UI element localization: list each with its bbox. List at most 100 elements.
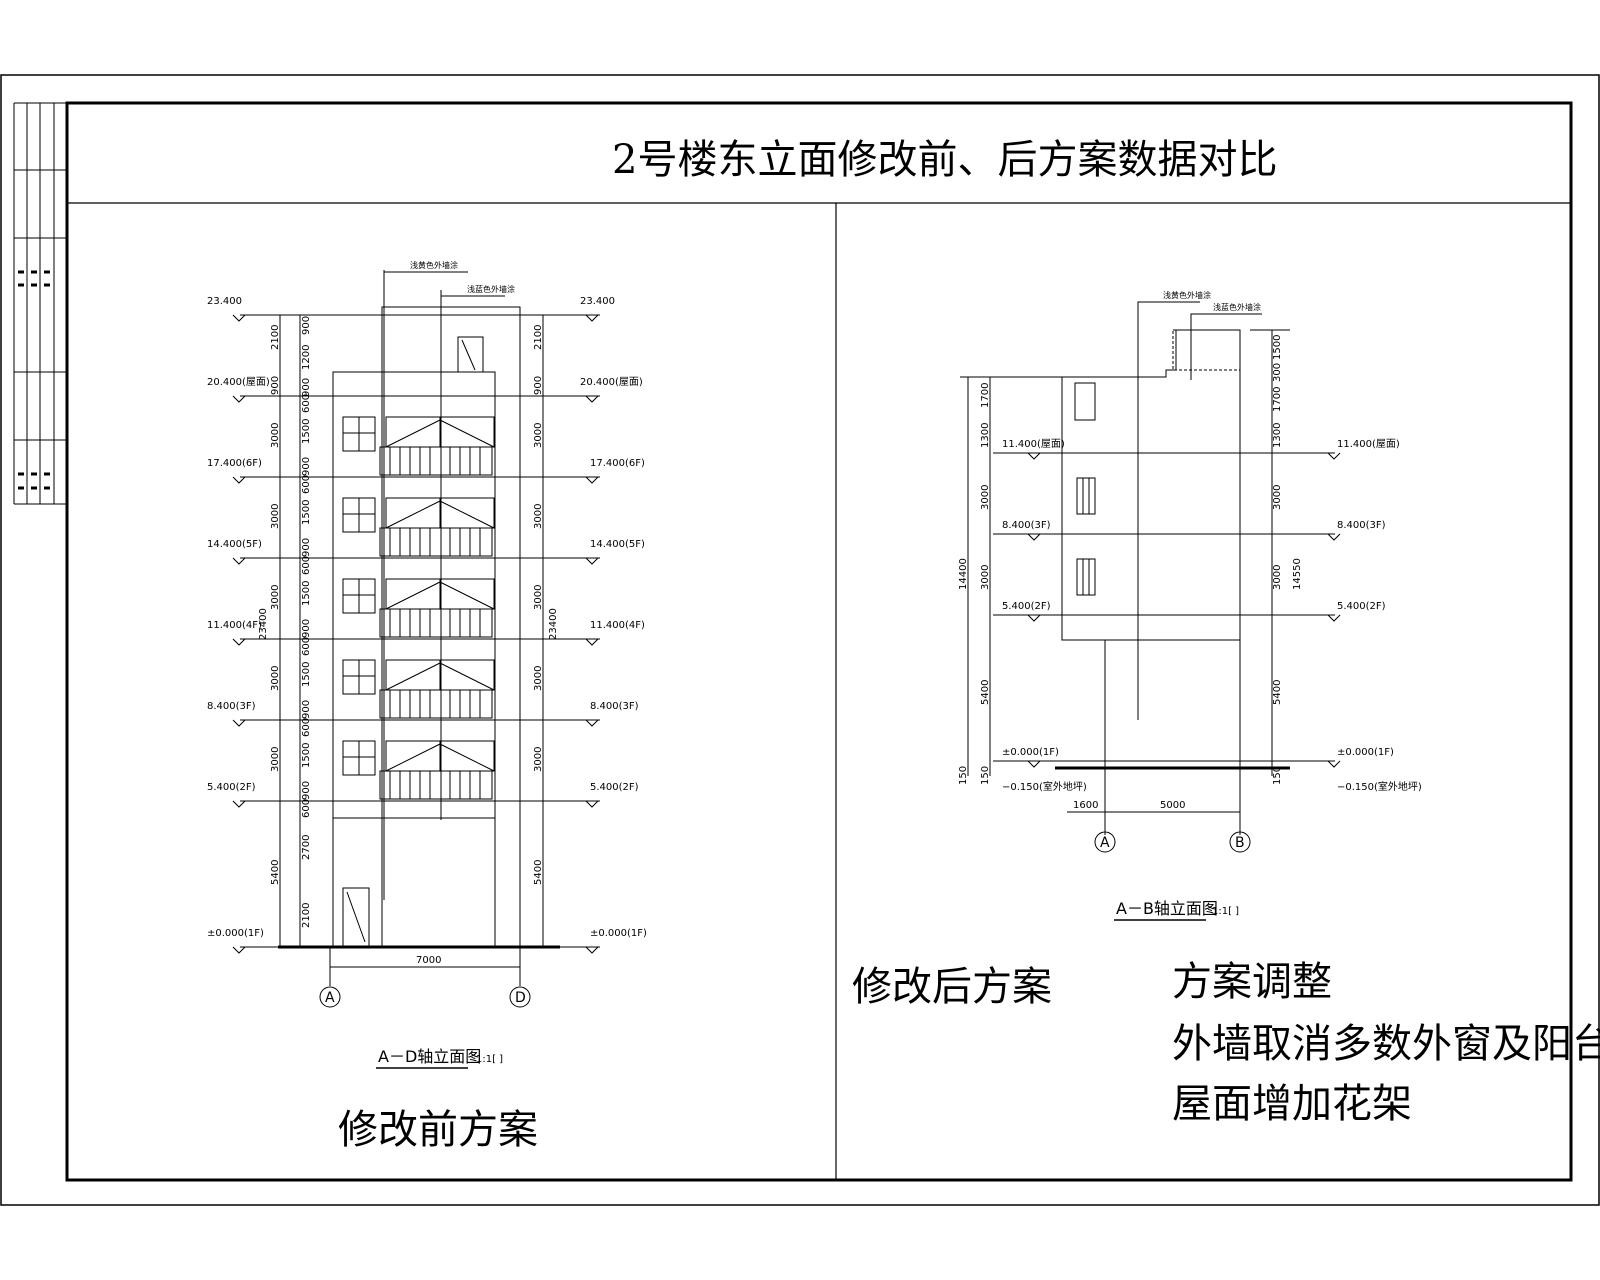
sheet-title: 2号楼东立面修改前、后方案数据对比 — [612, 137, 1277, 183]
before-dim-outer-2: 3000 — [270, 423, 281, 448]
before-dim-inner-3: 600 — [301, 394, 312, 413]
after-dim-left-3: 3000 — [980, 565, 991, 590]
before-axis-markers — [319, 986, 531, 1008]
after-level-left-1: 8.400(3F) — [1002, 520, 1051, 531]
after-callout-1: 浅黄色外墙涂 — [1163, 290, 1211, 300]
before-level-left-3: 14.400(5F) — [207, 539, 262, 550]
before-dim-right-0: 2100 — [533, 325, 544, 350]
after-scheme-label: 修改后方案 — [852, 964, 1052, 1010]
before-dim-outer-0: 2100 — [270, 325, 281, 350]
after-width-dim-0: 1600 — [1073, 800, 1098, 811]
before-dim-right-5: 3000 — [533, 666, 544, 691]
before-dim-inner-17: 900 — [301, 781, 312, 800]
before-dim-right-3: 3000 — [533, 504, 544, 529]
after-level-right-4: −0.150(室外地坪) — [1337, 780, 1422, 793]
before-level-right-5: 8.400(3F) — [590, 701, 639, 712]
before-level-right-0: 23.400 — [580, 296, 615, 307]
notes-line-2: 屋面增加花架 — [1172, 1081, 1412, 1127]
before-dim-inner-6: 600 — [301, 475, 312, 494]
before-dim-inner-4: 1500 — [301, 419, 312, 444]
before-drawing-caption: A－D轴立面图 — [378, 1047, 481, 1066]
before-axis-label-right: D — [515, 990, 526, 1006]
before-dim-outer-7: 5400 — [270, 860, 281, 885]
after-dim-right-2: 1700 — [1272, 387, 1283, 412]
after-level-left-4: −0.150(室外地坪) — [1002, 780, 1087, 793]
after-scale: 1:1[ ] — [1212, 906, 1239, 917]
after-level-right-1: 8.400(3F) — [1337, 520, 1386, 531]
before-callout-1: 浅黄色外墙涂 — [410, 260, 458, 270]
before-callout-2: 浅蓝色外墙涂 — [467, 284, 515, 294]
before-dim-outer-5: 3000 — [270, 666, 281, 691]
before-scheme-label: 修改前方案 — [338, 1107, 538, 1153]
before-dim-outer-1: 900 — [270, 376, 281, 395]
before-level-right-4: 11.400(4F) — [590, 620, 645, 631]
before-level-left-1: 20.400(屋面) — [207, 376, 270, 388]
after-level-right-2: 5.400(2F) — [1337, 601, 1386, 612]
before-dim-inner-7: 1500 — [301, 500, 312, 525]
before-dim-outer-3: 3000 — [270, 504, 281, 529]
inner-frame — [65, 101, 1573, 1182]
after-dim-right-7: 150 — [1272, 766, 1283, 785]
after-dim-left-5: 150 — [958, 766, 969, 785]
after-elevation — [960, 301, 1335, 835]
notes-line-1: 外墙取消多数外窗及阳台 — [1172, 1021, 1600, 1067]
before-elevation — [240, 270, 600, 986]
before-level-left-6: 5.400(2F) — [207, 782, 256, 793]
after-level-right-0: 11.400(屋面) — [1337, 438, 1400, 450]
after-dim-right-0: 1500 — [1272, 335, 1283, 360]
before-dim-inner-5: 900 — [301, 457, 312, 476]
outer-frame — [0, 74, 1600, 1206]
before-dim-inner-0: 900 — [301, 316, 312, 335]
notes-heading: 方案调整 — [1172, 959, 1332, 1005]
before-dim-outer-6: 3000 — [270, 747, 281, 772]
before-dim-inner-18: 600 — [301, 799, 312, 818]
before-level-left-2: 17.400(6F) — [207, 458, 262, 469]
before-axis-label-left: A — [325, 990, 335, 1006]
before-dim-inner-11: 900 — [301, 619, 312, 638]
before-scale: 1:1[ ] — [476, 1054, 503, 1065]
after-level-left-2: 5.400(2F) — [1002, 601, 1051, 612]
after-dim-right-5: 3000 — [1272, 565, 1283, 590]
before-level-left-7: ±0.000(1F) — [207, 928, 264, 939]
before-level-right-3: 14.400(5F) — [590, 539, 645, 550]
after-dim-right-6: 5400 — [1272, 680, 1283, 705]
before-dim-right-4: 3000 — [533, 585, 544, 610]
after-axis-label-right: B — [1235, 835, 1245, 851]
before-level-right-7: ±0.000(1F) — [590, 928, 647, 939]
after-dim-right-4: 3000 — [1272, 485, 1283, 510]
after-drawing-caption: A－B轴立面图 — [1116, 899, 1218, 918]
after-level-left-0: 11.400(屋面) — [1002, 438, 1065, 450]
after-level-right-3: ±0.000(1F) — [1337, 747, 1394, 758]
before-dim-inner-16: 1500 — [301, 743, 312, 768]
before-level-right-6: 5.400(2F) — [590, 782, 639, 793]
before-dim-inner-19: 2700 — [301, 835, 312, 860]
before-dim-right-1: 900 — [533, 376, 544, 395]
after-dim-left-1: 1300 — [980, 423, 991, 448]
title-block-strip — [13, 102, 67, 505]
after-level-markers: 11.400(屋面) 8.400(3F) 5.400(2F) ±0.000(1F… — [1002, 438, 1422, 793]
before-level-markers: 23.400 20.400(屋面) 17.400(6F) 14.400(5F) … — [207, 296, 647, 954]
before-level-left-4: 11.400(4F) — [207, 620, 262, 631]
before-level-left-0: 23.400 — [207, 296, 242, 307]
after-dim-right-3: 1300 — [1272, 423, 1283, 448]
before-dim-inner-10: 1500 — [301, 581, 312, 606]
before-dim-inner-13: 1500 — [301, 662, 312, 687]
before-dim-inner-8: 900 — [301, 538, 312, 557]
before-dim-inner-9: 600 — [301, 556, 312, 575]
before-floor-windows — [342, 416, 495, 800]
before-dim-inner-14: 900 — [301, 700, 312, 719]
before-dimensions: 2100 900 3000 3000 3000 3000 3000 5400 2… — [258, 316, 559, 966]
before-dim-inner-2: 900 — [301, 378, 312, 397]
after-dimensions: 14400 1700 1300 3000 3000 5400 150 150 1… — [958, 335, 1303, 811]
before-level-left-5: 8.400(3F) — [207, 701, 256, 712]
before-dim-inner-1: 1200 — [301, 345, 312, 370]
before-dim-right-7: 5400 — [533, 860, 544, 885]
before-dim-inner-20: 2100 — [301, 903, 312, 928]
after-total-height-left: 14400 — [958, 558, 969, 590]
before-dim-inner-12: 600 — [301, 637, 312, 656]
after-dim-left-6: 150 — [980, 766, 991, 785]
before-level-right-1: 20.400(屋面) — [580, 376, 643, 388]
after-axis-markers — [1094, 831, 1251, 853]
before-dim-inner-15: 600 — [301, 718, 312, 737]
